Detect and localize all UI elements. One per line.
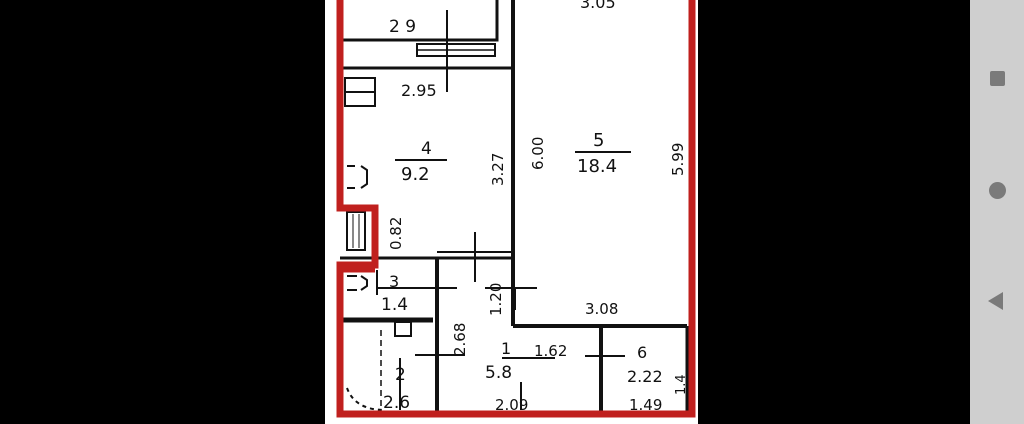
home-button[interactable] xyxy=(970,160,1024,220)
dimension-label: 1.20 xyxy=(487,283,505,316)
dimension-label: 3.08 xyxy=(585,300,618,318)
recent-apps-icon xyxy=(989,70,1005,86)
room-area: 5.8 xyxy=(485,363,512,383)
dimension-label: 0.82 xyxy=(387,217,405,250)
room-number: 2 xyxy=(395,365,406,385)
room-number: 3 xyxy=(389,272,399,291)
room-number: 4 xyxy=(421,139,432,159)
dimension-label: 6.00 xyxy=(529,137,547,170)
dimension-label: 2.68 xyxy=(451,323,469,356)
room-area: 1.4 xyxy=(381,295,408,315)
room-number: 6 xyxy=(637,343,647,362)
android-nav-bar xyxy=(970,0,1024,424)
dimension-label: 1.62 xyxy=(534,342,567,360)
dimension-label: 3.27 xyxy=(489,153,507,186)
sink-fixture xyxy=(347,275,368,291)
recent-apps-button[interactable] xyxy=(970,48,1024,108)
dimension-label: 1.49 xyxy=(629,396,662,414)
room-number: 5 xyxy=(593,130,604,151)
table-fixture xyxy=(347,165,368,189)
shower-fixture xyxy=(346,387,386,411)
dimension-label: 1.4 xyxy=(674,374,689,395)
floor-plan: 2 9 3.05 2.95 4 9.2 5 18.4 3 1.4 2 2.6 1… xyxy=(325,0,698,424)
room-area: 18.4 xyxy=(577,156,617,177)
room-area: 2.22 xyxy=(627,367,663,386)
image-viewer[interactable]: 2 9 3.05 2.95 4 9.2 5 18.4 3 1.4 2 2.6 1… xyxy=(0,0,970,424)
top-label: 2.95 xyxy=(401,81,437,100)
room-area: 2.6 xyxy=(383,393,410,413)
home-icon xyxy=(988,181,1006,199)
dimension-label: 5.99 xyxy=(669,143,687,176)
floor-plan-drawing: 2 9 3.05 2.95 4 9.2 5 18.4 3 1.4 2 2.6 1… xyxy=(336,0,696,418)
top-label: 3.05 xyxy=(580,0,616,12)
apartment-outline xyxy=(336,0,696,418)
dimension-label: 2.09 xyxy=(495,396,528,414)
top-label: 2 9 xyxy=(389,17,416,37)
back-button[interactable] xyxy=(970,271,1024,331)
wall xyxy=(340,0,499,42)
radiator-fixture xyxy=(346,211,366,251)
back-icon xyxy=(988,292,1003,310)
toilet-fixture xyxy=(394,321,412,337)
room-area: 9.2 xyxy=(401,164,430,185)
room-number: 1 xyxy=(501,339,511,358)
